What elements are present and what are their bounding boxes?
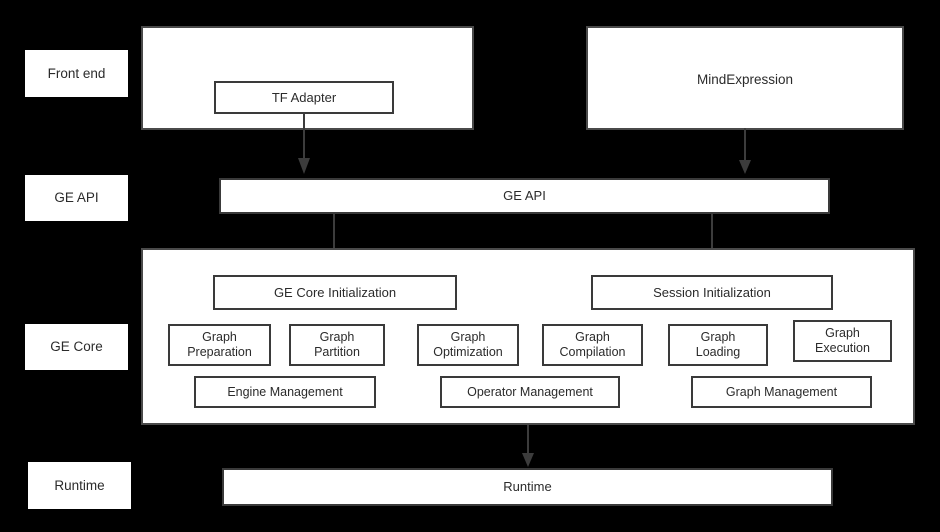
graph-preparation-box: Graph Preparation	[168, 324, 271, 366]
tensorflow-container: Tensorflow TF Adapter	[141, 26, 474, 130]
graph-optimization-box: Graph Optimization	[417, 324, 519, 366]
graph-preparation-label: Graph Preparation	[187, 330, 252, 359]
ge-api-bar-label: GE API	[503, 188, 546, 204]
operator-management-label: Operator Management	[467, 384, 593, 399]
layer-label-ge-core-text: GE Core	[50, 339, 103, 355]
tf-adapter-box: TF Adapter	[214, 81, 394, 114]
ge-core-container: GE Core Initialization Session Initializ…	[141, 248, 915, 425]
operator-management-box: Operator Management	[440, 376, 620, 408]
layer-label-ge-api: GE API	[25, 175, 128, 221]
graph-compilation-label: Graph Compilation	[559, 330, 626, 359]
graph-management-box: Graph Management	[691, 376, 872, 408]
graph-compilation-box: Graph Compilation	[542, 324, 643, 366]
layer-label-runtime-text: Runtime	[54, 477, 105, 493]
arrow-tf-adapter-to-ge-api	[296, 112, 312, 176]
session-initialization-box: Session Initialization	[591, 275, 833, 310]
layer-label-runtime: Runtime	[28, 462, 131, 509]
layer-label-front-end-text: Front end	[47, 65, 106, 81]
arrow-mindexpression-to-ge-api	[737, 128, 753, 176]
graph-partition-label: Graph Partition	[314, 330, 360, 359]
ge-core-initialization-box: GE Core Initialization	[213, 275, 457, 310]
mindexpression-title: MindExpression	[696, 72, 794, 87]
engine-management-label: Engine Management	[227, 384, 343, 399]
layer-label-front-end: Front end	[25, 50, 128, 97]
layer-label-ge-api-text: GE API	[54, 190, 99, 206]
graph-partition-box: Graph Partition	[289, 324, 385, 366]
runtime-bar-label: Runtime	[503, 479, 552, 495]
ge-api-bar: GE API	[219, 178, 830, 214]
ge-core-initialization-label: GE Core Initialization	[273, 284, 397, 300]
graph-execution-label: Graph Execution	[815, 326, 870, 355]
session-initialization-label: Session Initialization	[653, 284, 771, 300]
runtime-bar: Runtime	[222, 468, 833, 506]
graph-loading-label: Graph Loading	[695, 330, 741, 359]
graph-loading-box: Graph Loading	[668, 324, 768, 366]
mindexpression-container: MindExpression	[586, 26, 904, 130]
graph-management-label: Graph Management	[725, 384, 838, 399]
arrow-ge-core-to-runtime	[520, 425, 536, 469]
tf-adapter-label: TF Adapter	[271, 89, 337, 105]
engine-management-box: Engine Management	[194, 376, 376, 408]
graph-execution-box: Graph Execution	[793, 320, 892, 362]
layer-label-ge-core: GE Core	[25, 324, 128, 370]
graph-optimization-label: Graph Optimization	[433, 330, 503, 359]
